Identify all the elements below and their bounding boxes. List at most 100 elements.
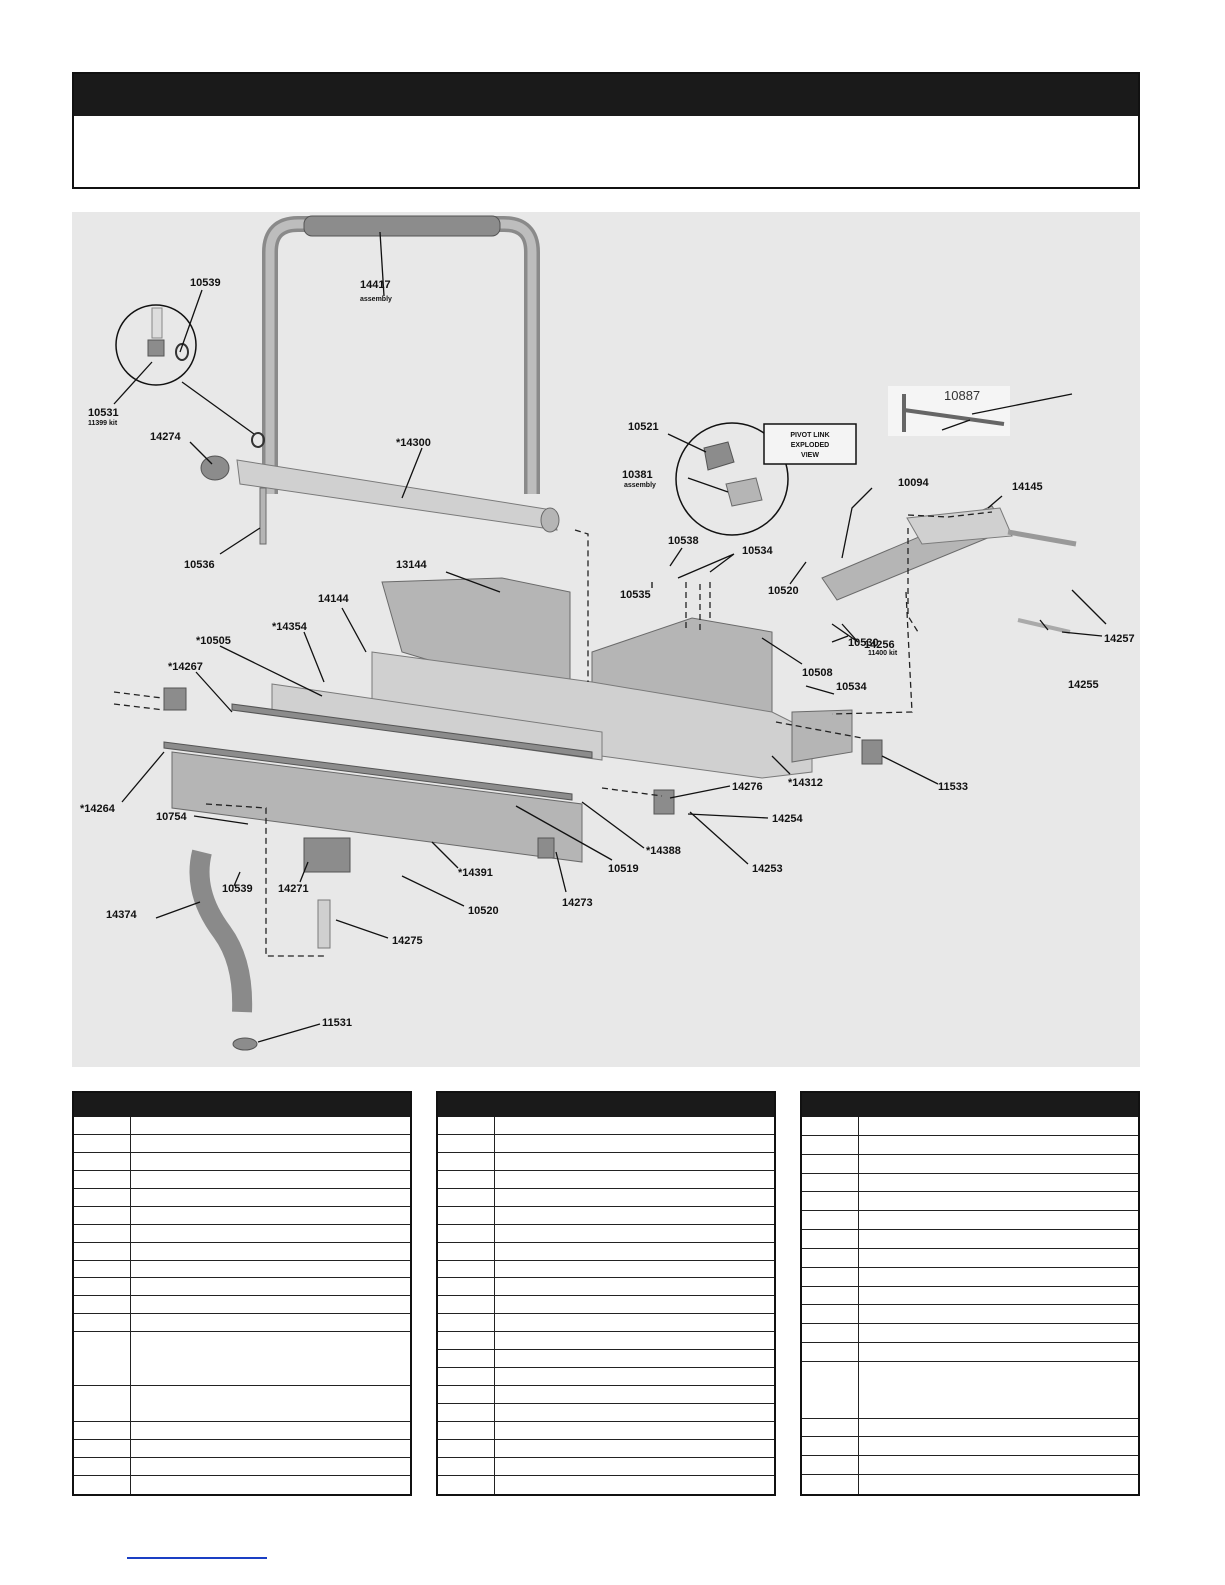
column-divider [858,1267,859,1286]
callout-10535: 10535 [620,589,651,601]
header-bar [74,74,1138,116]
table-row [74,1134,410,1153]
callout-10887: 10887 [944,388,980,403]
callout-10531: 10531 [88,407,119,419]
table-row [74,1386,410,1422]
leg-14374 [189,849,253,1013]
table-row [74,1278,410,1297]
table-row [74,1260,410,1279]
table-row [438,1224,774,1243]
detail-circle-pivot [675,422,857,536]
table-row [438,1350,774,1369]
parts-table-header [74,1093,410,1117]
callout-10505: *10505 [196,635,231,647]
table-row [438,1368,774,1387]
column-divider [858,1418,859,1437]
column-divider [130,1278,131,1296]
table-row [802,1343,1138,1362]
column-divider [494,1134,495,1152]
parts-table-1 [72,1091,412,1496]
column-divider [494,1439,495,1457]
callout-14354: *14354 [272,621,308,633]
column-divider [494,1404,495,1421]
table-row [438,1278,774,1297]
column-divider [130,1314,131,1332]
callout-10536: 10536 [184,559,215,571]
detail-circle-left [115,304,265,448]
column-divider [858,1361,859,1418]
callout-10530: 10530 [848,637,879,649]
table-row [438,1386,774,1404]
table-row [74,1332,410,1387]
column-divider [130,1152,131,1170]
callout-13144: 13144 [396,559,427,571]
table-row [802,1173,1138,1193]
column-divider [494,1117,495,1134]
table-row [802,1305,1138,1325]
column-divider [858,1192,859,1211]
callout-10520b: 10520 [768,585,799,597]
column-divider [858,1211,859,1230]
table-row [802,1361,1138,1419]
column-divider [130,1475,131,1494]
callout-10538: 10538 [668,535,699,547]
callout-10520a: 10520 [468,905,499,917]
base-frame [371,577,853,779]
right-bracket [821,505,1013,601]
callout-10534b: 10534 [742,545,773,557]
callout-14300: *14300 [396,437,431,449]
callout-14253: 14253 [752,863,783,875]
callout-14257: 14257 [1104,633,1135,645]
table-row [802,1418,1138,1438]
exploded-parts-diagram: 14417 assembly 10539 10531 11399 kit 142… [72,212,1140,1067]
callout-10381: 10381 [622,469,653,481]
callout-14274: 14274 [150,431,181,443]
callout-14145: 14145 [1012,481,1043,493]
parts-table-header [438,1093,774,1117]
column-divider [130,1188,131,1206]
column-divider [494,1332,495,1350]
column-divider [858,1305,859,1324]
table-row [438,1314,774,1333]
table-row [438,1439,774,1458]
column-divider [130,1242,131,1260]
callout-14267: *14267 [168,661,203,673]
callout-10531-sub: 11399 kit [88,420,118,427]
column-divider [858,1324,859,1343]
column-divider [858,1117,859,1135]
parts-table-3 [800,1091,1140,1496]
callout-14256: 14256 [864,639,895,651]
table-row [802,1456,1138,1476]
callout-14417: 14417 [360,279,391,291]
column-divider [494,1278,495,1296]
foot-11531 [232,1037,258,1051]
end-cap-11533 [861,739,883,765]
cross-tube [200,455,560,545]
callout-10094: 10094 [898,477,929,489]
header-panel [72,72,1140,189]
table-row [74,1224,410,1243]
table-row [438,1457,774,1476]
callout-14374: 14374 [106,909,137,921]
table-row [74,1439,410,1458]
table-row [802,1154,1138,1174]
callout-14391: *14391 [458,867,493,879]
callout-10508: 10508 [802,667,833,679]
column-divider [494,1152,495,1170]
column-divider [858,1456,859,1475]
end-cap-14276 [653,789,675,815]
column-divider [494,1421,495,1439]
callout-14312: *14312 [788,777,823,789]
column-divider [858,1286,859,1305]
callout-10539: 10539 [190,277,221,289]
callout-14417-sub: assembly [360,296,392,303]
table-row [438,1152,774,1171]
column-divider [130,1224,131,1242]
column-divider [494,1368,495,1386]
handle-assembly [262,215,540,494]
table-row [802,1437,1138,1457]
parts-table-header [802,1093,1138,1117]
bolt-10536 [259,487,267,545]
column-divider [130,1421,131,1439]
table-row [74,1170,410,1189]
